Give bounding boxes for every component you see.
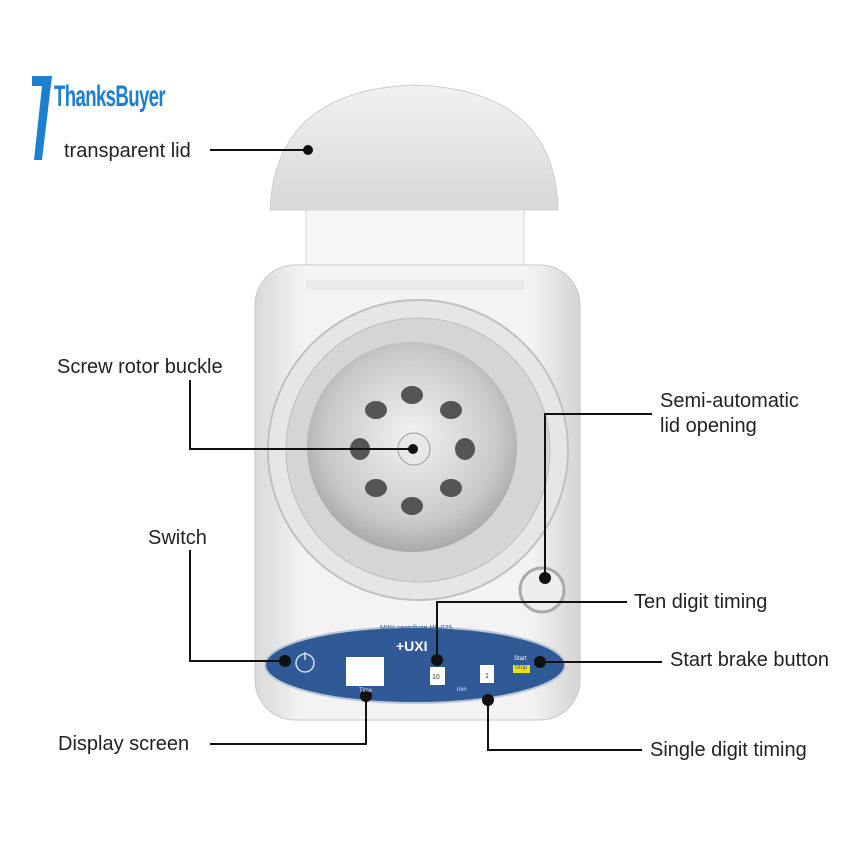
display-screen: [346, 657, 384, 686]
callout-dots: [279, 145, 551, 706]
callout-start-brake-button: Start brake button: [670, 649, 829, 671]
stop-label[interactable]: Stop: [515, 665, 528, 671]
leader-lines: [189, 149, 662, 751]
ten-button-label[interactable]: 10: [432, 674, 440, 681]
callout-switch: Switch: [148, 527, 207, 549]
one-button-label[interactable]: 1: [485, 673, 489, 680]
start-label[interactable]: Start: [514, 656, 527, 662]
model-label: MINI centrifuge HL-025: [380, 625, 453, 632]
callout-display-screen: Display screen: [58, 733, 190, 755]
callout-ten-digit-timing: Ten digit timing: [634, 591, 768, 613]
time-label: Time: [359, 688, 373, 694]
stop-highlight: [513, 665, 530, 673]
brand-logo: +UXI: [396, 638, 428, 654]
control-panel: [264, 626, 566, 704]
callout-lid-opening: lid opening: [660, 415, 757, 437]
lid-dome: [269, 84, 559, 211]
callout-screw-rotor-buckle: Screw rotor buckle: [57, 356, 223, 378]
rotor-holes: [350, 386, 475, 515]
one-minute-button: [480, 665, 494, 683]
min-label: min: [457, 687, 467, 693]
ten-minute-button: [430, 667, 445, 685]
logo-mark-icon: [32, 76, 52, 160]
callout-single-digit-timing: Single digit timing: [650, 739, 807, 761]
callout-semi-automatic: Semi-automatic: [660, 390, 799, 412]
callout-transparent-lid: transparent lid: [64, 140, 191, 162]
